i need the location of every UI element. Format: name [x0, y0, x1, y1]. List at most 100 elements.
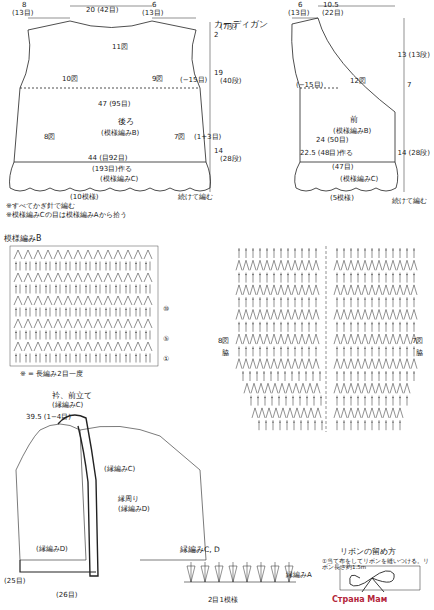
stitch-stroke [351, 383, 354, 393]
stitch-stroke [105, 286, 107, 287]
stitch-stroke [80, 354, 81, 363]
stitch-stroke [358, 383, 361, 393]
stitch-stroke [236, 359, 239, 369]
stitch-stroke [343, 397, 345, 398]
stitch-stroke [260, 346, 261, 356]
stitch-stroke [271, 310, 274, 320]
stitch-stroke [337, 248, 338, 258]
stitch-stroke [140, 308, 141, 317]
stitch-stroke [365, 383, 368, 393]
stitch-stroke [16, 262, 17, 271]
stitch-stroke [278, 285, 281, 295]
stitch-stroke [316, 297, 317, 307]
stitch-stroke [295, 260, 298, 270]
stitch-stroke [45, 286, 47, 287]
stitch-stroke [288, 285, 291, 295]
stitch-stroke [351, 334, 354, 344]
stitch-stroke [20, 262, 21, 271]
stitch-stroke [385, 348, 387, 349]
stitch-stroke [358, 285, 361, 295]
stitch-stroke [18, 273, 22, 282]
stitch-stroke [130, 262, 131, 271]
stitch-stroke [30, 285, 31, 294]
stitch-stroke [45, 355, 47, 356]
stitch-stroke [46, 262, 47, 271]
pattern-label: 22.5 (48目)作る [300, 150, 353, 158]
stitch-stroke [301, 420, 302, 430]
stitch-stroke [38, 296, 42, 305]
stitch-stroke [399, 397, 401, 398]
stitch-stroke [336, 274, 338, 275]
stitch-stroke [286, 422, 288, 423]
stitch-stroke [38, 319, 42, 328]
stitch-stroke [379, 310, 382, 320]
pattern-label: リボンの留め方 [340, 548, 396, 556]
stitch-stroke [104, 250, 108, 259]
stitch-stroke [386, 396, 387, 406]
stitch-stroke [70, 262, 71, 271]
stitch-stroke [36, 354, 37, 363]
stitch-stroke [386, 322, 387, 332]
stitch-stroke [146, 354, 147, 363]
stitch-stroke [126, 308, 127, 317]
stitch-stroke [302, 322, 303, 332]
stitch-stroke [144, 273, 148, 282]
stitch-stroke [124, 296, 128, 305]
stitch-stroke [404, 285, 407, 295]
stitch-stroke [357, 323, 359, 324]
stitch-stroke [273, 420, 274, 430]
stitch-stroke [14, 319, 18, 328]
stitch-stroke [245, 299, 247, 300]
stitch-stroke [45, 263, 47, 264]
stitch-stroke [150, 354, 151, 363]
stitch-stroke [289, 383, 292, 393]
stitch-stroke [302, 346, 303, 356]
stitch-stroke [243, 334, 246, 344]
stitch-stroke [343, 250, 345, 251]
stitch-stroke [378, 397, 380, 398]
stitch-stroke [362, 260, 365, 270]
stitch-stroke [75, 332, 77, 333]
stitch-stroke [300, 383, 303, 393]
stitch-stroke [341, 359, 344, 369]
stitch-stroke [105, 355, 107, 356]
height-dimension-lines [210, 18, 404, 192]
stitch-stroke [364, 373, 366, 374]
stitch-stroke [399, 323, 401, 324]
stitch-stroke [365, 248, 366, 258]
stitch-stroke [279, 383, 282, 393]
stitch-stroke [278, 310, 281, 320]
pattern-label: (26目) [56, 592, 77, 600]
stitch-stroke [350, 274, 352, 275]
stitch-stroke [16, 308, 17, 317]
stitch-stroke [372, 248, 373, 258]
pattern-label: 44 (目92目) [88, 155, 128, 163]
stitch-stroke [259, 408, 262, 418]
stitch-stroke [116, 308, 117, 317]
stitch-stroke [80, 262, 81, 271]
stitch-stroke [285, 260, 288, 270]
stitch-stroke [406, 373, 408, 374]
stitch-stroke [272, 396, 273, 406]
stitch-stroke [383, 260, 386, 270]
pattern-label: (−15目) [180, 77, 207, 85]
stitch-stroke [239, 248, 240, 258]
pattern-label: (模様編みC) [100, 176, 138, 184]
pattern-label: (模様編みC) [340, 176, 378, 184]
stitch-stroke [299, 397, 301, 398]
stitch-stroke [400, 420, 401, 430]
stitch-stroke [404, 359, 407, 369]
stitch-stroke [378, 422, 380, 423]
stitch-stroke [414, 260, 417, 270]
stitch-stroke [65, 263, 67, 264]
stitch-stroke [351, 260, 354, 270]
stitch-stroke [407, 322, 408, 332]
stitch-stroke [84, 273, 88, 282]
stitch-stroke [306, 310, 309, 320]
stitch-stroke [372, 396, 373, 406]
stitch-stroke [44, 319, 48, 328]
stitch-stroke [128, 250, 132, 259]
stitch-stroke [78, 342, 82, 351]
stitch-stroke [270, 373, 272, 374]
stitch-stroke [406, 323, 408, 324]
